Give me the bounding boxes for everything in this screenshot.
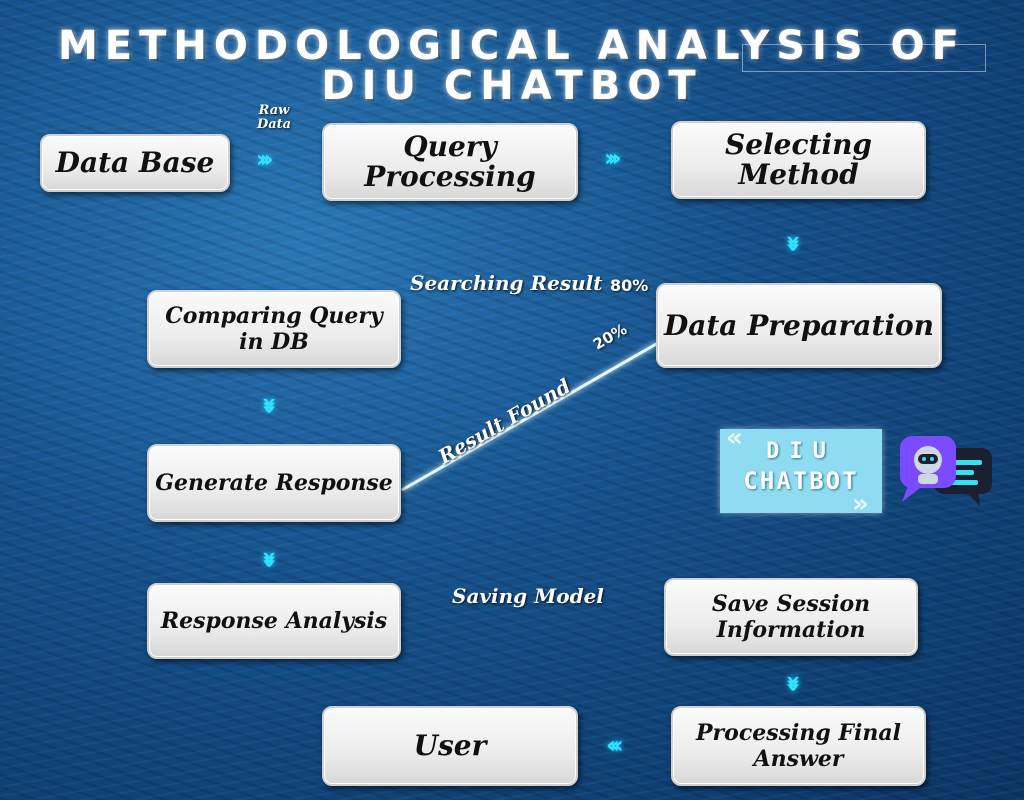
result-found-connector <box>401 341 659 492</box>
title-decoration-frame <box>742 44 986 72</box>
chat-line-1 <box>948 460 982 465</box>
node-selecting-method: Selecting Method <box>671 121 926 199</box>
node-processing-final-answer: Processing Final Answer <box>671 706 926 786</box>
robot-eye-left <box>922 457 926 461</box>
node-comparing-query-line-1: Comparing Query <box>165 303 383 329</box>
node-save-session-line-1: Save Session <box>711 591 871 617</box>
raw-data-label: Raw Data <box>254 104 294 132</box>
percent-80-label: 80% <box>610 276 649 295</box>
raw-data-label-line-2: Data <box>256 117 292 132</box>
arrow-down-to-response-analysis: ››› <box>254 550 285 562</box>
node-save-session: Save Session Information <box>664 578 918 656</box>
arrow-down-to-generate: ››› <box>254 396 285 408</box>
robot-body <box>918 474 938 484</box>
saving-model-label: Saving Model <box>452 584 604 608</box>
node-data-preparation: Data Preparation <box>656 283 942 368</box>
node-processing-final-line-2: Answer <box>753 746 844 772</box>
raw-data-label-line-1: Raw <box>258 103 290 118</box>
arrow-down-to-data-prep: ››› <box>778 234 809 246</box>
arrow-right-raw-data: ››› <box>256 145 274 173</box>
diagram-title-line-1: METHODOLOGICAL ANALYSIS OF <box>58 23 966 69</box>
node-data-base: Data Base <box>40 134 230 192</box>
arrow-right-to-selecting: ››› <box>604 144 622 172</box>
node-user: User <box>322 706 578 786</box>
robot-chat-icon <box>900 436 992 506</box>
badge-word-diu: DIU <box>766 439 836 464</box>
node-save-session-line-2: Information <box>716 617 866 643</box>
chat-bubble-back-tail <box>966 490 980 506</box>
robot-visor <box>918 454 938 464</box>
searching-result-label: Searching Result <box>410 271 603 295</box>
node-comparing-query-line-2: in DB <box>239 329 309 355</box>
chat-line-3 <box>948 480 978 485</box>
arrow-down-to-processing-final: ››› <box>778 674 809 686</box>
diagram-title-line-2: DIU CHATBOT <box>321 63 703 109</box>
node-processing-final-line-1: Processing Final <box>696 720 901 746</box>
diu-chatbot-badge: « DIU CHATBOT » <box>720 423 882 519</box>
badge-quote-close: » <box>852 489 869 519</box>
node-response-analysis: Response Analysis <box>147 583 401 659</box>
node-generate-response: Generate Response <box>147 444 401 522</box>
arrow-left-to-user: ‹‹‹ <box>606 731 624 759</box>
robot-eye-right <box>930 457 934 461</box>
badge-word-chatbot: CHATBOT <box>743 467 859 495</box>
node-query-processing: Query Processing <box>322 123 578 201</box>
badge-quote-open: « <box>726 423 743 453</box>
node-comparing-query: Comparing Query in DB <box>147 290 401 368</box>
chat-bubble-front-tail <box>902 486 920 502</box>
